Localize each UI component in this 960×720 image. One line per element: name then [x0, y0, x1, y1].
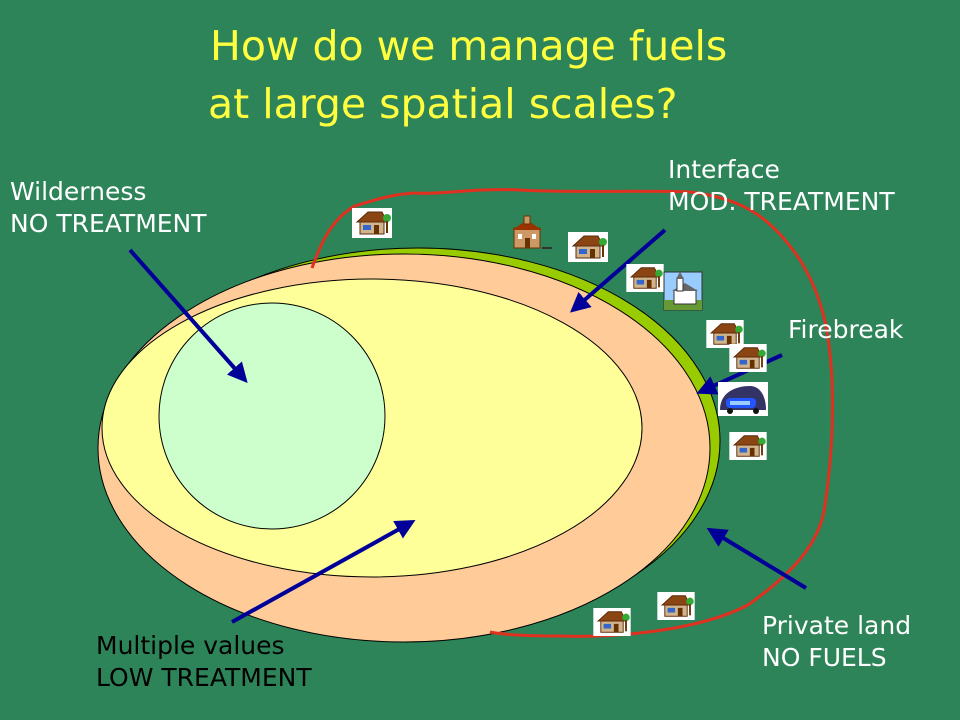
arrow-multiple-values: [231, 520, 416, 624]
house-icon: [352, 208, 392, 238]
church-icon: [663, 271, 703, 311]
wilderness-label: Wilderness NO TREATMENT: [10, 176, 207, 240]
house-icon: [592, 608, 632, 636]
interface-label-line-2: MOD. TREATMENT: [668, 187, 895, 216]
arrow-wilderness: [128, 248, 248, 383]
wilderness-label-line-1: Wilderness: [10, 177, 147, 206]
arrow-interface: [569, 228, 667, 313]
wilderness-label-line-2: NO TREATMENT: [10, 209, 207, 238]
private-land-boundary: [310, 188, 835, 638]
firebreak-label-line-1: Firebreak: [788, 315, 904, 344]
title-line-1: How do we manage fuels: [210, 22, 728, 70]
interface-label-line-1: Interface: [668, 155, 780, 184]
wilderness-zone: [158, 302, 386, 530]
firebreak-label: Firebreak: [788, 314, 903, 346]
multiple-values-label-line-2: LOW TREATMENT: [96, 663, 312, 692]
arrow-private-land: [706, 527, 808, 590]
title-line-2: at large spatial scales?: [208, 80, 678, 128]
arrow-firebreak: [696, 353, 783, 395]
car-icon: [718, 382, 768, 416]
interface-label: Interface MOD. TREATMENT: [668, 154, 895, 218]
multiple-values-label-line-1: Multiple values: [96, 631, 285, 660]
private-land-label-line-1: Private land: [762, 611, 912, 640]
house-icon: [625, 264, 665, 292]
school-icon: [512, 215, 552, 249]
house-icon: [728, 344, 768, 372]
private-land-label-line-2: NO FUELS: [762, 643, 887, 672]
house-icon: [728, 432, 768, 460]
multiple-values-label: Multiple values LOW TREATMENT: [96, 630, 312, 694]
house-icon: [705, 320, 745, 348]
private-land-label: Private land NO FUELS: [762, 610, 911, 674]
house-icon: [656, 592, 696, 620]
house-icon: [568, 232, 608, 262]
